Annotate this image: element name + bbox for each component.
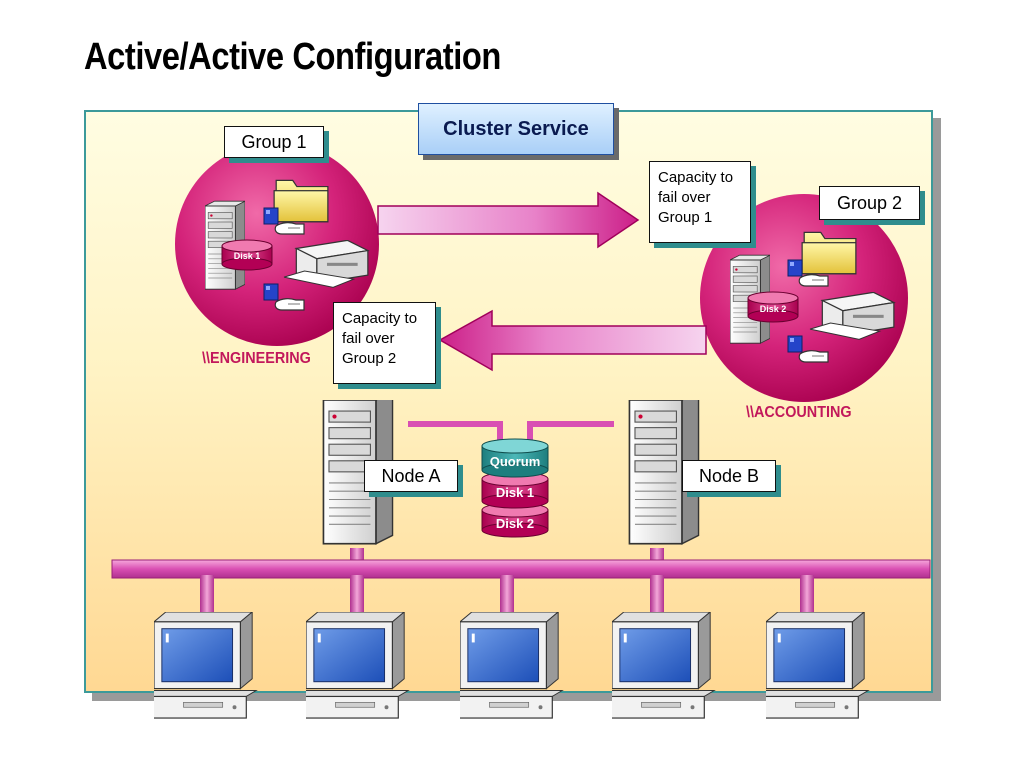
client-drop bbox=[500, 575, 514, 615]
client-computer-icon bbox=[154, 612, 257, 719]
shared-storage: Quorum Disk 1 Disk 2 bbox=[481, 438, 549, 538]
slide-title: Active/Active Configuration bbox=[84, 36, 501, 78]
folder-icon bbox=[801, 231, 857, 275]
cluster-service-label: Cluster Service bbox=[418, 103, 614, 155]
capacity-g2-line2: fail over bbox=[342, 330, 395, 347]
capacity-g1-line3: Group 1 bbox=[658, 209, 713, 226]
group2-disk-label: Disk 2 bbox=[760, 304, 787, 314]
engineering-share-label: \\ENGINEERING bbox=[202, 350, 311, 367]
node-a-storage-cable bbox=[408, 421, 503, 440]
node-b-storage-cable bbox=[527, 421, 614, 440]
client-computer-icon bbox=[612, 612, 715, 719]
client-drop bbox=[350, 575, 364, 615]
storage-disk1-label: Disk 1 bbox=[496, 485, 534, 500]
storage-disk2-label: Disk 2 bbox=[496, 516, 534, 531]
node-b-label: Node B bbox=[682, 460, 776, 492]
accounting-share-label: \\ACCOUNTING bbox=[746, 404, 852, 421]
capacity-failover-group1-box: Capacity to fail over Group 1 bbox=[649, 161, 751, 243]
failover-arrow-to-group2 bbox=[377, 191, 640, 249]
quorum-label: Quorum bbox=[490, 454, 541, 469]
group2-label: Group 2 bbox=[819, 186, 920, 220]
capacity-g1-line1: Capacity to bbox=[658, 169, 734, 186]
capacity-failover-group2-box: Capacity to fail over Group 2 bbox=[333, 302, 436, 384]
capacity-g1-line2: fail over bbox=[658, 189, 711, 206]
client-computer-icon bbox=[306, 612, 409, 719]
disk-icon: Disk 2 bbox=[747, 291, 799, 323]
client-drop bbox=[800, 575, 814, 615]
folder-icon bbox=[273, 179, 329, 223]
group1-label: Group 1 bbox=[224, 126, 324, 158]
network-bus bbox=[111, 559, 931, 579]
client-computer-icon bbox=[766, 612, 869, 719]
client-drop bbox=[650, 575, 664, 615]
capacity-g2-line3: Group 2 bbox=[342, 350, 397, 367]
client-drop bbox=[200, 575, 214, 615]
disk-icon: Disk 1 bbox=[221, 239, 273, 271]
capacity-g2-line1: Capacity to bbox=[342, 310, 418, 327]
node-a-label: Node A bbox=[364, 460, 458, 492]
client-computer-icon bbox=[460, 612, 563, 719]
group1-disk-label: Disk 1 bbox=[234, 251, 261, 261]
failover-arrow-to-group1 bbox=[438, 309, 707, 372]
